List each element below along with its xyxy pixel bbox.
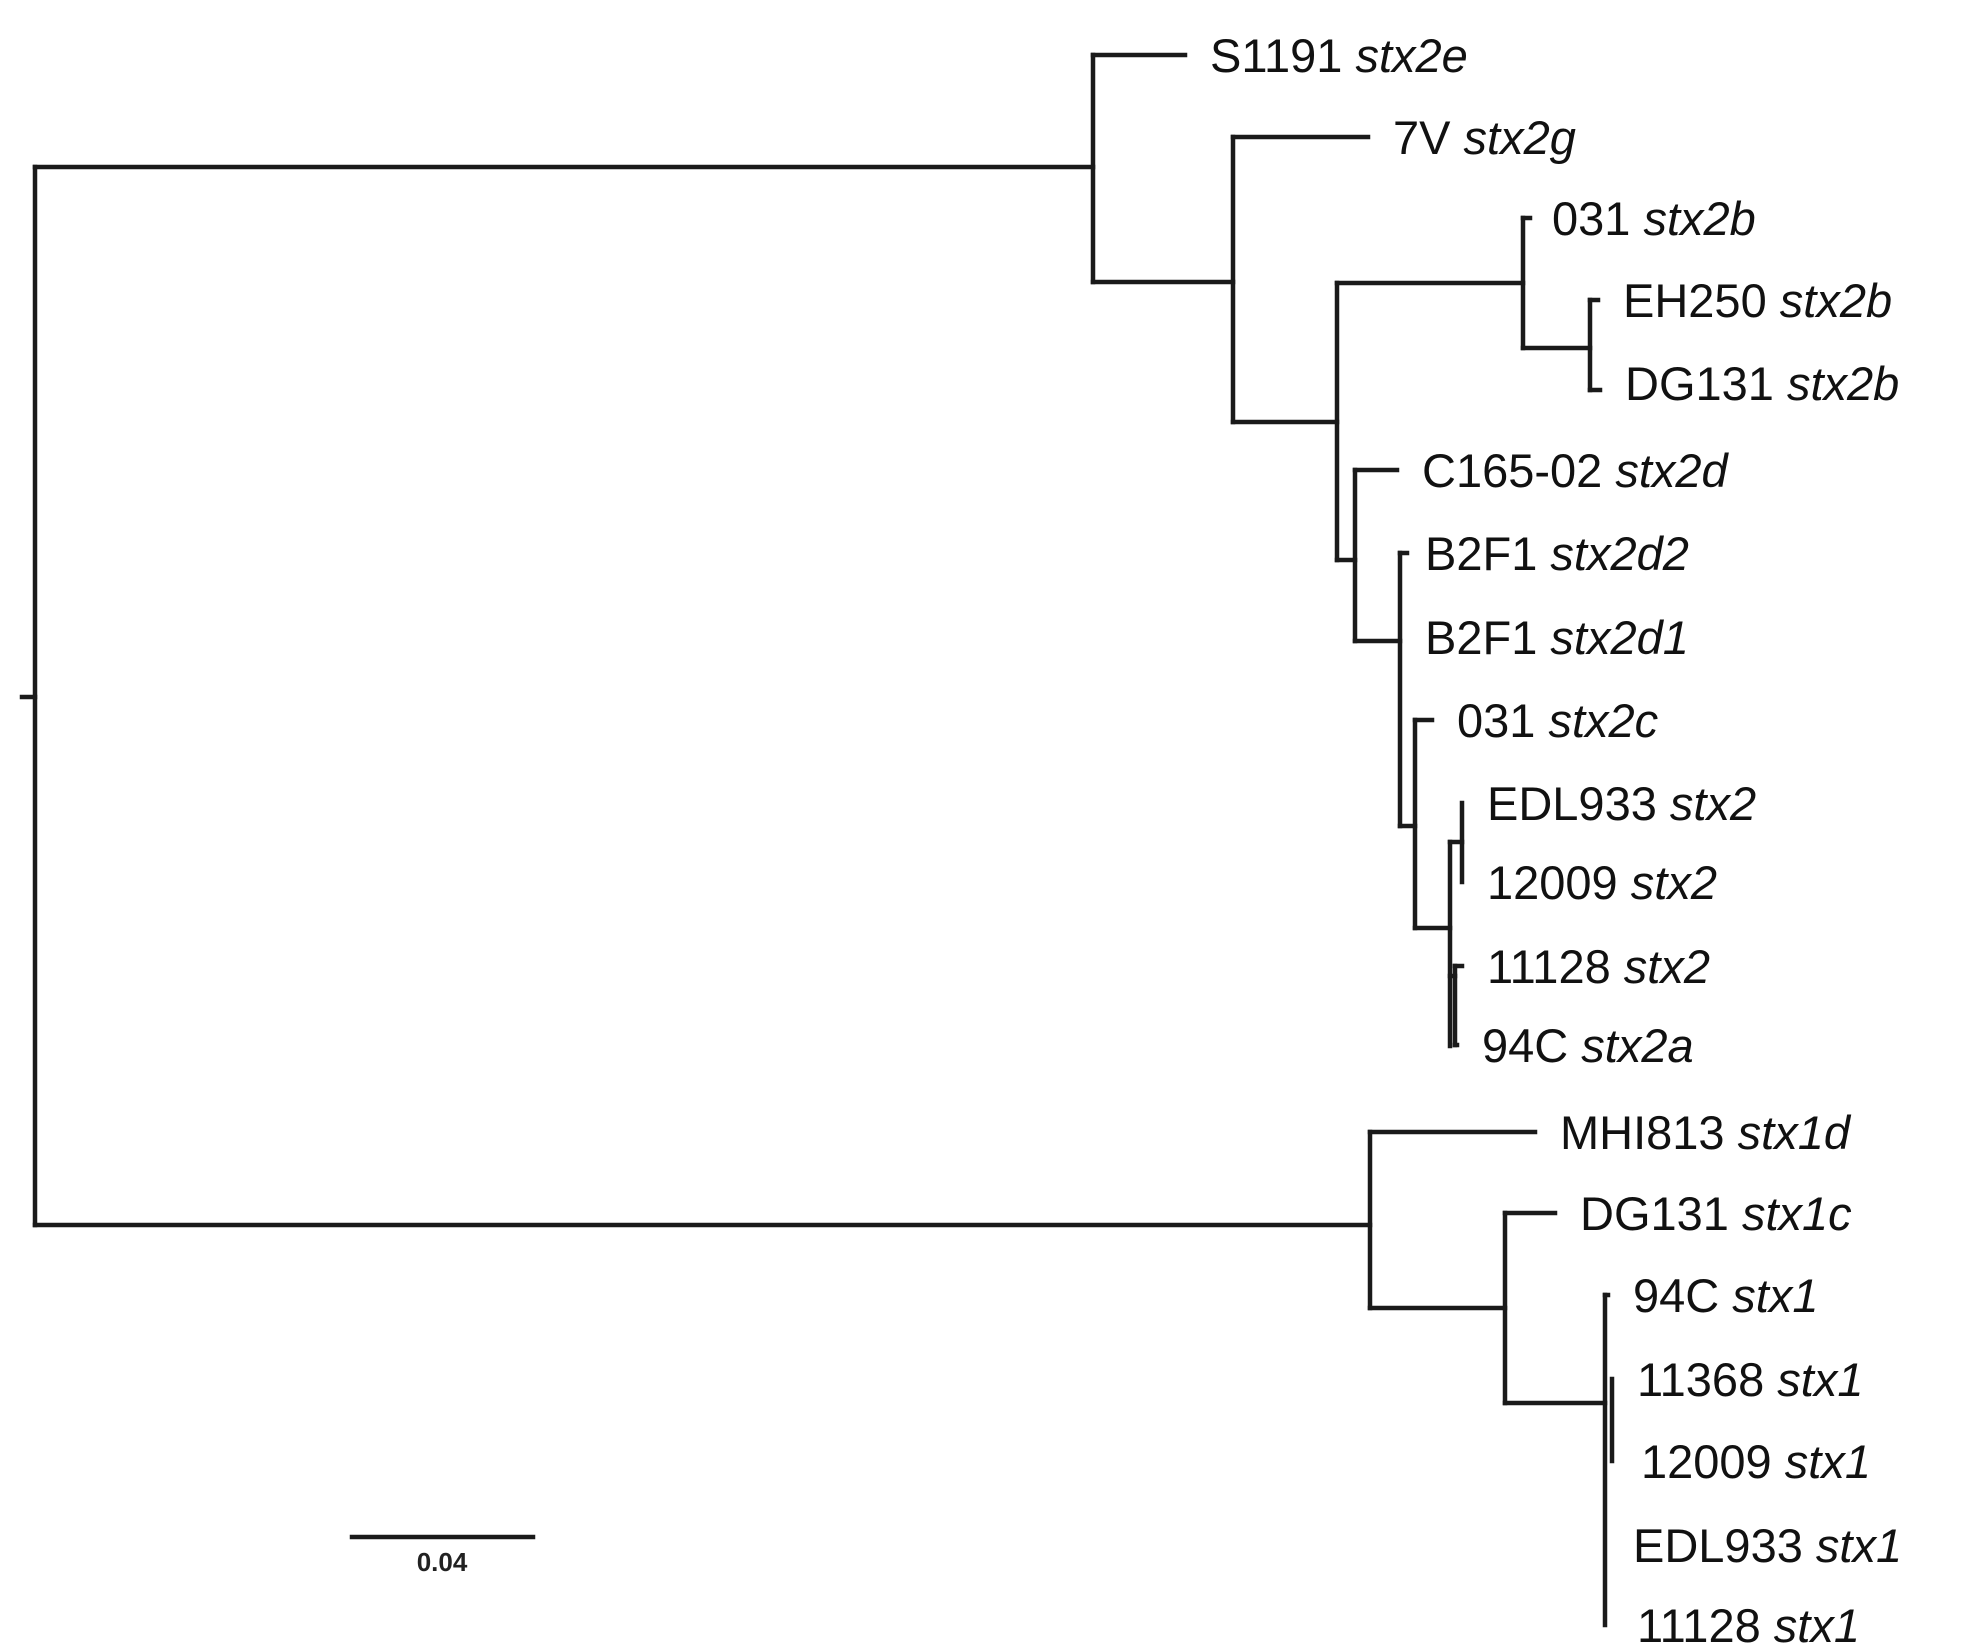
strain-name: S1191 xyxy=(1210,29,1355,82)
taxon-label: B2F1 stx2d2 xyxy=(1425,527,1689,580)
taxon-label: 031 stx2b xyxy=(1552,192,1756,245)
strain-name: C165-02 xyxy=(1422,444,1615,497)
scale-bar-label: 0.04 xyxy=(417,1547,468,1577)
gene-name: stx2c xyxy=(1548,694,1658,747)
taxon-label: 12009 stx1 xyxy=(1641,1435,1871,1488)
strain-name: 12009 xyxy=(1641,1435,1785,1488)
gene-name: stx2e xyxy=(1355,29,1467,82)
strain-name: 7V xyxy=(1393,111,1464,164)
gene-name: stx2 xyxy=(1670,777,1756,830)
strain-name: DG131 xyxy=(1625,357,1787,410)
gene-name: stx1d xyxy=(1738,1106,1852,1159)
gene-name: stx2b xyxy=(1643,192,1755,245)
taxon-label: MHI813 stx1d xyxy=(1560,1106,1852,1159)
gene-name: stx2d2 xyxy=(1550,527,1688,580)
gene-name: stx1c xyxy=(1742,1187,1852,1240)
strain-name: 11128 xyxy=(1487,940,1624,993)
taxon-label: EDL933 stx1 xyxy=(1633,1519,1902,1572)
tree-branches xyxy=(19,52,1615,1628)
gene-name: stx2b xyxy=(1787,357,1899,410)
taxon-label: 11128 stx1 xyxy=(1637,1599,1860,1649)
strain-name: EDL933 xyxy=(1487,777,1670,830)
taxon-label: EDL933 stx2 xyxy=(1487,777,1756,830)
taxon-label: 7V stx2g xyxy=(1393,111,1576,164)
taxon-label: C165-02 stx2d xyxy=(1422,444,1730,497)
strain-name: EH250 xyxy=(1623,274,1780,327)
scale-bar: 0.04 xyxy=(349,1534,536,1577)
gene-name: stx1 xyxy=(1777,1353,1863,1406)
strain-name: 94C xyxy=(1633,1269,1732,1322)
strain-name: 031 xyxy=(1552,192,1643,245)
strain-name: B2F1 xyxy=(1425,611,1550,664)
strain-name: DG131 xyxy=(1580,1187,1742,1240)
gene-name: stx2d1 xyxy=(1550,611,1688,664)
taxon-label: EH250 stx2b xyxy=(1623,274,1892,327)
taxon-label: 94C stx1 xyxy=(1633,1269,1818,1322)
gene-name: stx1 xyxy=(1732,1269,1818,1322)
gene-name: stx2d xyxy=(1615,444,1729,497)
taxon-label: DG131 stx2b xyxy=(1625,357,1899,410)
gene-name: stx1 xyxy=(1816,1519,1902,1572)
gene-name: stx2b xyxy=(1780,274,1892,327)
taxon-label: DG131 stx1c xyxy=(1580,1187,1852,1240)
gene-name: stx2 xyxy=(1624,940,1710,993)
strain-name: 031 xyxy=(1457,694,1548,747)
strain-name: B2F1 xyxy=(1425,527,1550,580)
strain-name: 12009 xyxy=(1487,856,1631,909)
gene-name: stx1 xyxy=(1774,1599,1860,1649)
taxon-label: 11368 stx1 xyxy=(1637,1353,1863,1406)
gene-name: stx2a xyxy=(1581,1019,1693,1072)
strain-name: MHI813 xyxy=(1560,1106,1738,1159)
taxon-label: 11128 stx2 xyxy=(1487,940,1710,993)
taxon-label: B2F1 stx2d1 xyxy=(1425,611,1689,664)
taxon-label: 12009 stx2 xyxy=(1487,856,1717,909)
strain-name: 11368 xyxy=(1637,1353,1777,1406)
gene-name: stx2 xyxy=(1631,856,1717,909)
taxon-label: 94C stx2a xyxy=(1482,1019,1694,1072)
taxon-label: 031 stx2c xyxy=(1457,694,1658,747)
taxon-label: S1191 stx2e xyxy=(1210,29,1468,82)
gene-name: stx2g xyxy=(1464,111,1576,164)
gene-name: stx1 xyxy=(1785,1435,1871,1488)
strain-name: 94C xyxy=(1482,1019,1581,1072)
strain-name: 11128 xyxy=(1637,1599,1774,1649)
strain-name: EDL933 xyxy=(1633,1519,1816,1572)
